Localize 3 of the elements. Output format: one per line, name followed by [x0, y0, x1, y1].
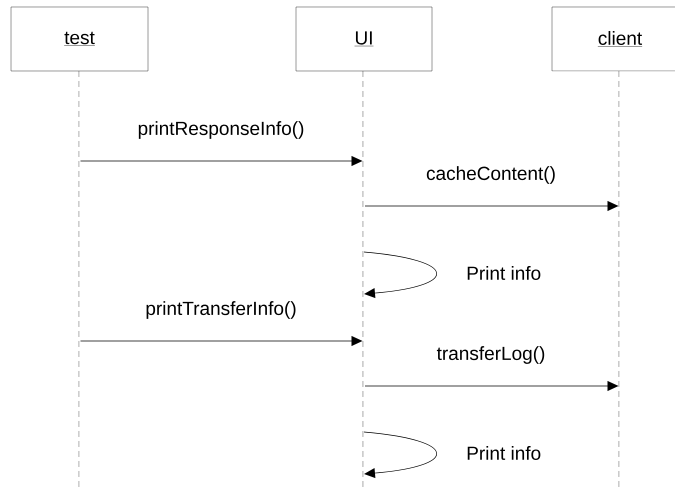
message-label: Print info — [465, 265, 542, 281]
message-label: Print info — [465, 445, 542, 461]
message-label: transferLog() — [436, 345, 546, 365]
